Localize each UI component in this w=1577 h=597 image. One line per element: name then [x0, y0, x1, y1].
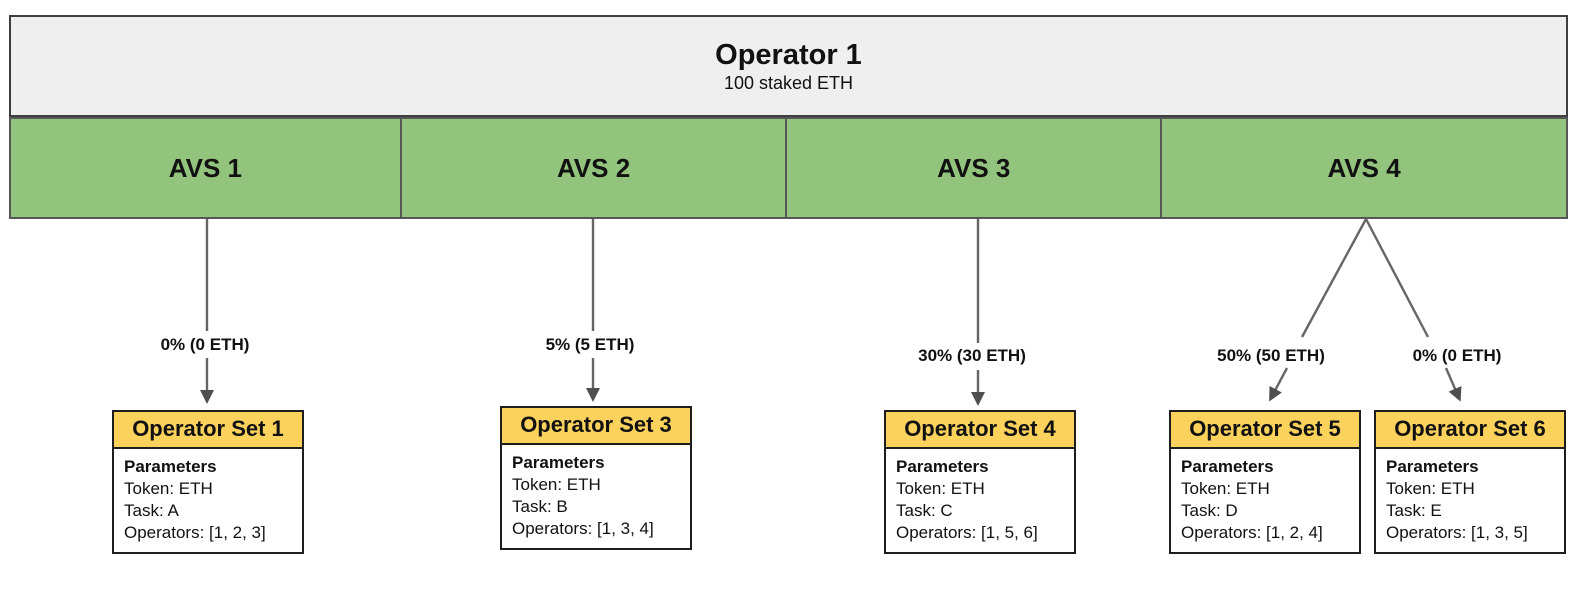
operator-set-5-body: Parameters Token: ETH Task: D Operators:…	[1171, 449, 1359, 552]
operator-set-6-body: Parameters Token: ETH Task: E Operators:…	[1376, 449, 1564, 552]
allocation-label-avs3: 30% (30 ETH)	[914, 346, 1030, 366]
token-line: Token: ETH	[124, 479, 213, 498]
avs-cell-1: AVS 1	[11, 119, 400, 217]
avs-2-label: AVS 2	[556, 152, 631, 183]
operator-set-3-box: Operator Set 3 Parameters Token: ETH Tas…	[500, 406, 692, 550]
params-heading: Parameters	[124, 457, 217, 476]
token-line: Token: ETH	[1181, 479, 1270, 498]
avs-3-label: AVS 3	[937, 152, 1011, 183]
token-line: Token: ETH	[512, 475, 601, 494]
token-line: Token: ETH	[896, 479, 985, 498]
connector-avs4-left-upper	[1300, 218, 1368, 338]
avs-cell-4: AVS 4	[1160, 119, 1566, 217]
allocation-label-avs4-right: 0% (0 ETH)	[1408, 346, 1506, 366]
operator-set-1-box: Operator Set 1 Parameters Token: ETH Tas…	[112, 410, 304, 554]
operator-set-1-title: Operator Set 1	[114, 412, 302, 449]
operator-set-6-title: Operator Set 6	[1376, 412, 1564, 449]
operator-set-5-box: Operator Set 5 Parameters Token: ETH Tas…	[1169, 410, 1361, 554]
operator-set-1-body: Parameters Token: ETH Task: A Operators:…	[114, 449, 302, 552]
params-heading: Parameters	[896, 457, 989, 476]
avs-cell-3: AVS 3	[785, 119, 1161, 217]
avs-row: AVS 1 AVS 2 AVS 3 AVS 4	[9, 117, 1568, 219]
task-line: Task: D	[1181, 501, 1238, 520]
allocation-label-avs2: 5% (5 ETH)	[541, 335, 639, 355]
operator-title: Operator 1	[715, 39, 862, 71]
connector-avs4-right-upper	[1364, 218, 1430, 338]
task-line: Task: C	[896, 501, 953, 520]
token-line: Token: ETH	[1386, 479, 1475, 498]
params-heading: Parameters	[512, 453, 605, 472]
connector-avs4-left-arrow	[1269, 367, 1289, 402]
params-heading: Parameters	[1181, 457, 1274, 476]
operators-line: Operators: [1, 5, 6]	[896, 523, 1038, 542]
allocation-label-avs4-left: 50% (50 ETH)	[1213, 346, 1329, 366]
params-heading: Parameters	[1386, 457, 1479, 476]
operator-box: Operator 1 100 staked ETH	[9, 15, 1568, 117]
operator-set-4-box: Operator Set 4 Parameters Token: ETH Tas…	[884, 410, 1076, 554]
operators-line: Operators: [1, 3, 4]	[512, 519, 654, 538]
operators-line: Operators: [1, 3, 5]	[1386, 523, 1528, 542]
avs-4-label: AVS 4	[1327, 152, 1401, 183]
task-line: Task: A	[124, 501, 179, 520]
operators-line: Operators: [1, 2, 3]	[124, 523, 266, 542]
task-line: Task: E	[1386, 501, 1442, 520]
operator-set-6-box: Operator Set 6 Parameters Token: ETH Tas…	[1374, 410, 1566, 554]
operator-set-4-body: Parameters Token: ETH Task: C Operators:…	[886, 449, 1074, 552]
operator-set-3-title: Operator Set 3	[502, 408, 690, 445]
operator-set-3-body: Parameters Token: ETH Task: B Operators:…	[502, 445, 690, 548]
task-line: Task: B	[512, 497, 568, 516]
connector-avs4-right-arrow	[1444, 367, 1462, 402]
avs-1-label: AVS 1	[168, 152, 242, 183]
allocation-label-avs1: 0% (0 ETH)	[156, 335, 254, 355]
operator-set-5-title: Operator Set 5	[1171, 412, 1359, 449]
avs-cell-2: AVS 2	[399, 119, 786, 217]
operator-set-4-title: Operator Set 4	[886, 412, 1074, 449]
operators-line: Operators: [1, 2, 4]	[1181, 523, 1323, 542]
operator-subtitle: 100 staked ETH	[723, 73, 854, 93]
